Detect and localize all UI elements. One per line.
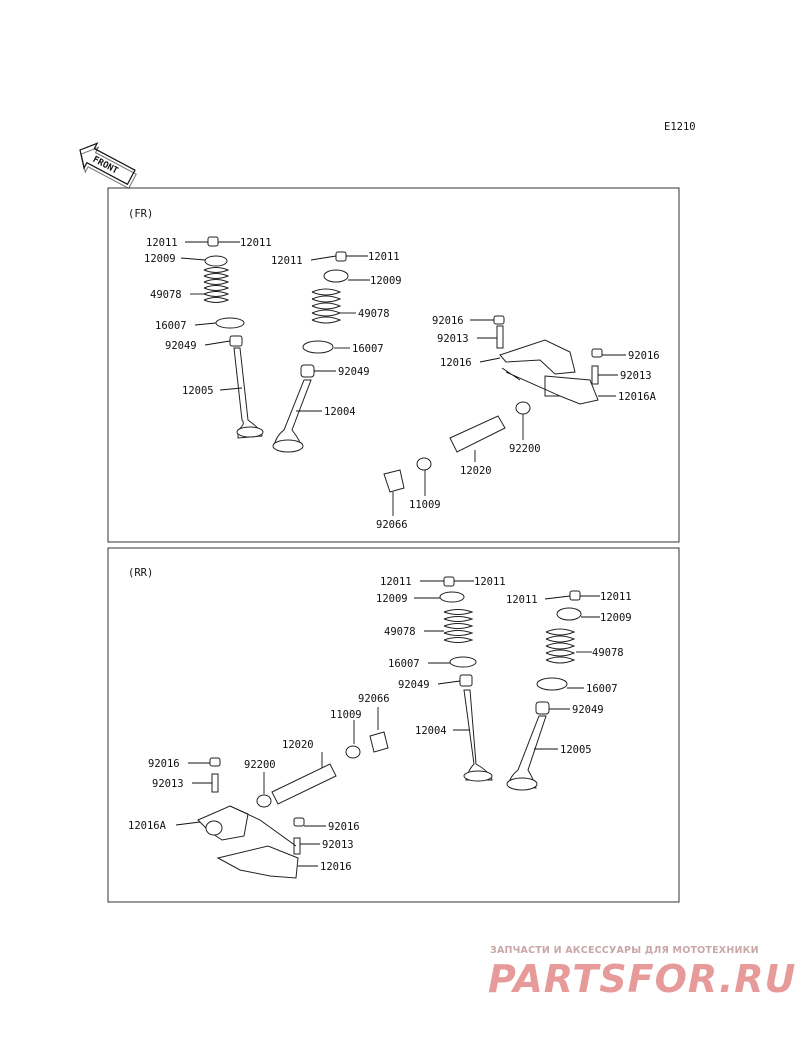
callout-label: 92200	[244, 759, 276, 771]
callout-label: 92016	[432, 315, 464, 327]
watermark-tagline: ЗАПЧАСТИ И АКСЕССУАРЫ ДЛЯ МОТОТЕХНИКИ	[490, 945, 759, 956]
callout-label: 92066	[358, 693, 390, 705]
callout-label: 12009	[370, 275, 402, 287]
callout-label: 12011	[146, 237, 178, 249]
callout-label: 12011	[506, 594, 538, 606]
panel-fr-title: (FR)	[128, 208, 153, 220]
callout-label: 92016	[148, 758, 180, 770]
callout-label: 92066	[376, 519, 408, 531]
panel-rr: (RR)	[107, 547, 680, 903]
callout-label: 16007	[352, 343, 384, 355]
callout-label: 92013	[620, 370, 652, 382]
rr-callouts: 12011 12011 12009 49078 16007 92049 1200…	[128, 576, 632, 873]
callout-label: 12016A	[128, 820, 167, 832]
callout-label: 12009	[144, 253, 176, 265]
callout-label: 92013	[322, 839, 354, 851]
valve-assembly-right	[272, 251, 349, 453]
callout-label: 49078	[592, 647, 624, 659]
rocker-arm-assembly-rr	[197, 731, 389, 879]
callout-label: 11009	[330, 709, 362, 721]
callout-label: 11009	[409, 499, 441, 511]
callout-label: 16007	[155, 320, 187, 332]
callout-label: 92013	[437, 333, 469, 345]
callout-label: 49078	[358, 308, 390, 320]
callout-label: 92049	[338, 366, 370, 378]
valve-assembly-rr-right	[506, 590, 582, 791]
callout-label: 16007	[388, 658, 420, 670]
callout-label: 12016	[320, 861, 352, 873]
valve-assembly-rr-left	[439, 576, 493, 782]
watermark-logo: PARTSFOR.RU	[488, 957, 797, 1001]
callout-label: 92013	[152, 778, 184, 790]
callout-label: 12004	[415, 725, 447, 737]
callout-label: 12004	[324, 406, 356, 418]
callout-label: 12009	[600, 612, 632, 624]
fr-leaders	[180, 241, 626, 516]
rocker-arm-assembly	[383, 315, 603, 493]
callout-label: 12005	[182, 385, 214, 397]
callout-label: 12020	[282, 739, 314, 751]
callout-label: 92049	[572, 704, 604, 716]
callout-label: 92016	[628, 350, 660, 362]
callout-label: 49078	[384, 626, 416, 638]
callout-label: 12009	[376, 593, 408, 605]
panel-fr: (FR)	[107, 187, 680, 543]
callout-label: 92049	[165, 340, 197, 352]
callout-label: 92049	[398, 679, 430, 691]
callout-label: 12016	[440, 357, 472, 369]
callout-label: 12011	[474, 576, 506, 588]
panel-rr-title: (RR)	[128, 567, 153, 579]
callout-label: 12011	[600, 591, 632, 603]
callout-label: 49078	[150, 289, 182, 301]
front-arrow-icon: FRONT	[79, 142, 137, 190]
rr-leaders	[175, 580, 600, 867]
callout-label: 12016A	[618, 391, 657, 403]
callout-label: 92200	[509, 443, 541, 455]
callout-label: 12011	[271, 255, 303, 267]
callout-label: 92016	[328, 821, 360, 833]
callout-label: 12011	[240, 237, 272, 249]
diagram-code: E1210	[664, 121, 696, 133]
callout-label: 12011	[380, 576, 412, 588]
callout-label: 16007	[586, 683, 618, 695]
callout-label: 12011	[368, 251, 400, 263]
fr-callouts: 12011 12011 12009 49078 16007 92049 1200…	[144, 237, 660, 531]
valve-assembly-left	[203, 236, 264, 439]
callout-label: 12005	[560, 744, 592, 756]
callout-label: 12020	[460, 465, 492, 477]
